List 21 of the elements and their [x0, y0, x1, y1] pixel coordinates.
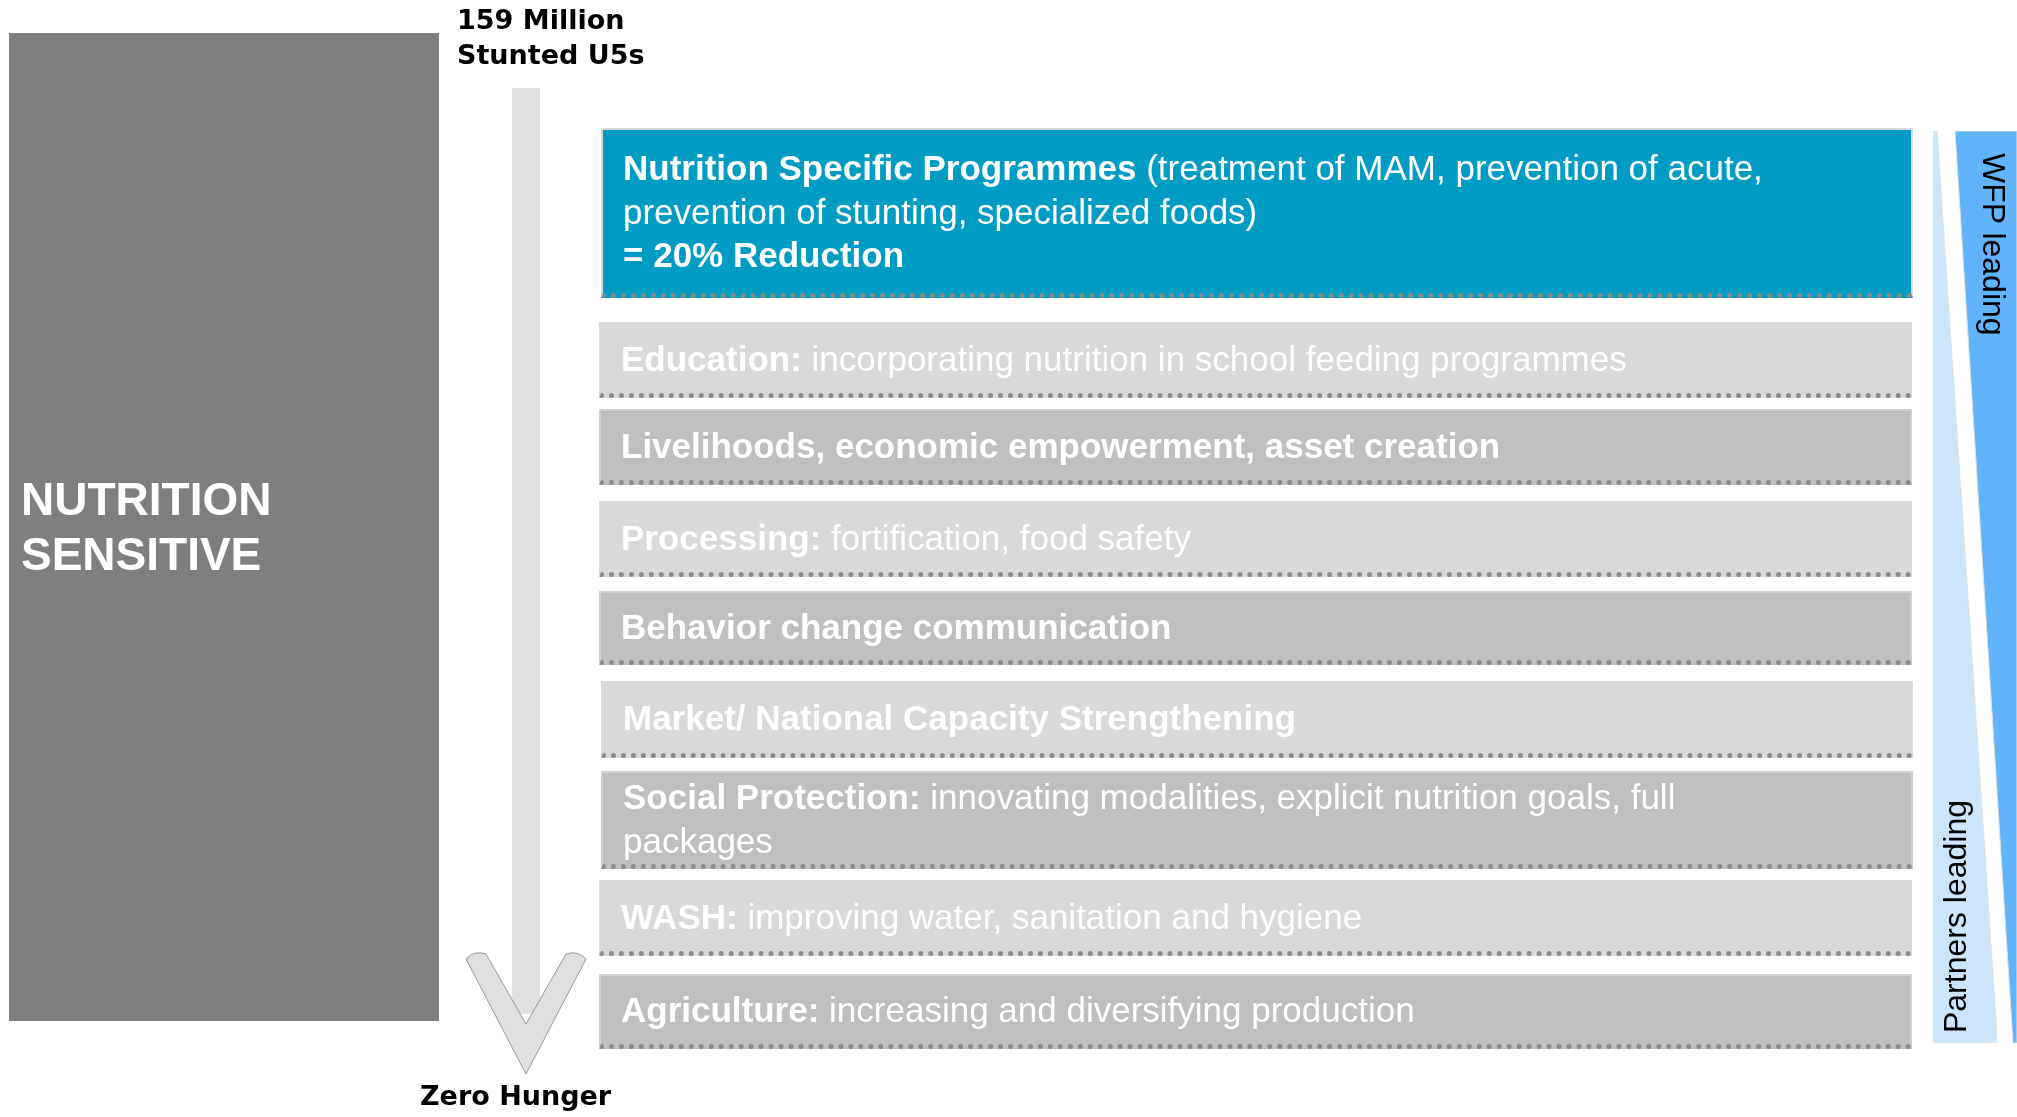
endpoint-label: 159 Million Stunted U5s — [457, 2, 687, 88]
bar-text: Agriculture: increasing and diversifying production — [621, 989, 1416, 1032]
intervention-bar — [599, 974, 1912, 1049]
panel-title: NUTRITION SENSITIVE — [21, 471, 273, 582]
intervention-bar — [601, 128, 1913, 298]
bar-text: Behavior change communication — [621, 605, 1173, 648]
bar-text: Social Protection: innovating modalities, explicit nutrition goals, full packages — [623, 775, 1677, 862]
bar-text: Nutrition Specific Programmes (treatment of MAM, prevention of acute, prevention of stunting, specialized foods) — [623, 146, 1764, 233]
wedge-label: Partners leading — [1937, 799, 1974, 1033]
bar-text: Livelihoods, economic empowerment, asset creation — [621, 424, 1502, 467]
wedge-label: WFP leading — [1975, 153, 2012, 336]
intervention-bar — [599, 322, 1912, 398]
intervention-bar — [599, 880, 1912, 956]
bar-text: = 20% Reduction — [623, 234, 906, 277]
intervention-bar — [599, 409, 1912, 485]
endpoint-label: Zero Hunger — [420, 1078, 640, 1116]
intervention-bar — [599, 591, 1912, 665]
intervention-bar — [601, 681, 1913, 758]
intervention-bar — [599, 501, 1912, 577]
category-panel — [9, 33, 439, 1021]
intervention-bar — [601, 771, 1913, 869]
